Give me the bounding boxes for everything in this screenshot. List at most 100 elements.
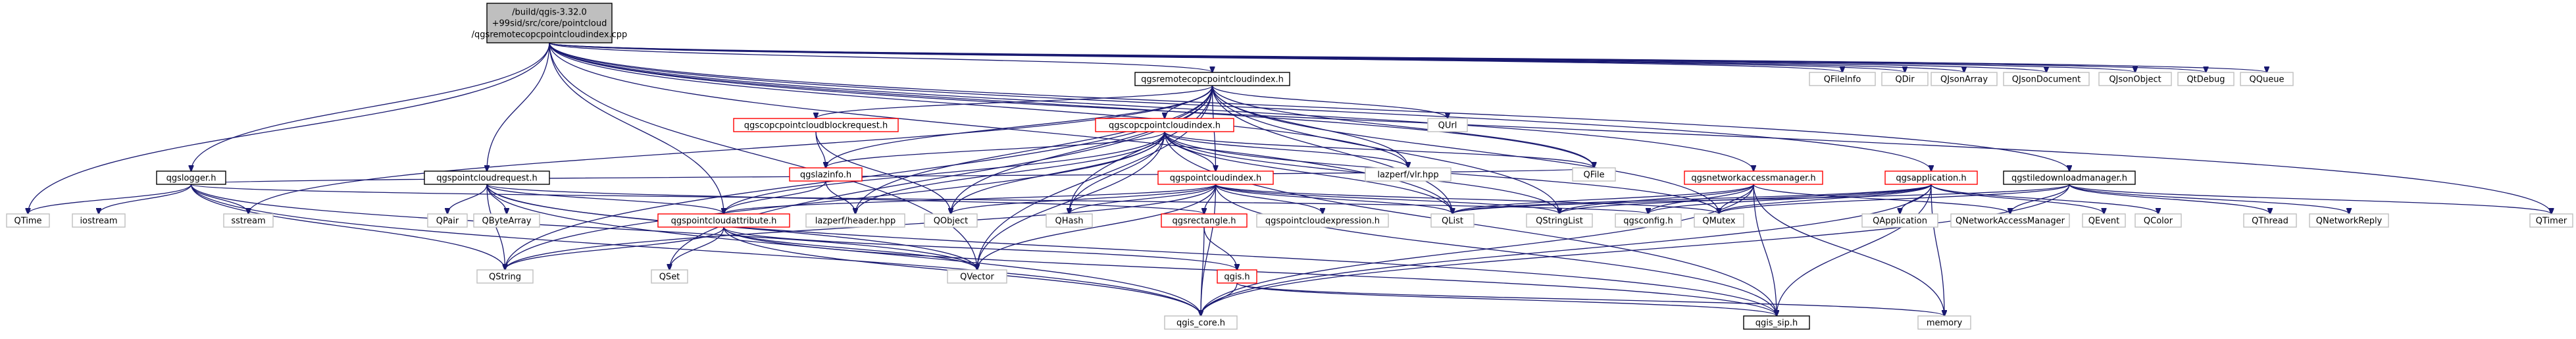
edge-netmgr-to-qlist — [1453, 184, 1754, 214]
edge-pcindex-to-qstringlist — [1215, 184, 1560, 214]
node-label-qfile: QFile — [1584, 170, 1605, 180]
edge-logger-to-qgsconfig — [190, 184, 1649, 214]
node-box-qtimer — [2529, 213, 2573, 228]
node-label-qstring: QString — [489, 273, 521, 282]
node-box-blockreq — [733, 118, 899, 132]
node-qgissip[interactable]: qgis_sip.h — [1743, 315, 1810, 330]
edge-lazinfo-to-lazheader — [825, 180, 855, 214]
node-label-qurl: QUrl — [1438, 121, 1457, 131]
edge-pcattr-to-qgish — [723, 226, 1237, 270]
node-georect[interactable]: qgsrectangle.h — [1161, 213, 1248, 228]
node-qstring: QString — [476, 269, 534, 284]
node-box-pcexpr — [1256, 213, 1389, 228]
node-label-qjsonarray: QJsonArray — [1940, 75, 1988, 85]
node-label-qset: QSet — [659, 273, 680, 282]
node-box-qfileinfo — [1809, 72, 1876, 86]
node-box-qbytearray — [473, 213, 540, 228]
node-lazheader: lazperf/header.hpp — [805, 213, 905, 228]
node-pcindex[interactable]: qgspointcloudindex.h — [1157, 170, 1274, 185]
node-box-qnetreply — [2309, 213, 2389, 228]
node-pcattr[interactable]: qgspointcloudattribute.h — [657, 213, 790, 228]
edge-logger-to-qvector — [190, 184, 978, 270]
node-label-qjsonobject: QJsonObject — [2109, 75, 2161, 85]
node-box-qjsonobject — [2098, 72, 2172, 86]
edge-netmgr-to-memory — [1753, 184, 1944, 316]
edge-root-to-qqueue — [549, 42, 2267, 72]
node-box-netmgr — [1684, 170, 1823, 185]
edge-tiledl-to-qtimer — [2069, 184, 2552, 214]
edge-app-to-qcolor — [1931, 184, 2158, 214]
edge-netmgr-to-qgissip — [1753, 184, 1777, 316]
edge-tiledl-to-qgiscore — [1201, 184, 2070, 316]
edge-root-to-pcrequest — [487, 42, 550, 171]
node-blockreq[interactable]: qgscopcpointcloudblockrequest.h — [733, 118, 899, 132]
node-qstringlist: QStringList — [1526, 213, 1593, 228]
edge-georect-to-qgiscore — [1201, 226, 1205, 316]
node-pcrequest[interactable]: qgspointcloudrequest.h — [424, 170, 550, 185]
node-label-qnetreply: QNetworkReply — [2316, 217, 2383, 226]
edge-remoteh-to-blockreq — [816, 85, 1213, 118]
node-logger[interactable]: qgslogger.h — [156, 170, 226, 185]
node-app[interactable]: qgsapplication.h — [1884, 170, 1978, 185]
node-label-netmgr: qgsnetworkaccessmanager.h — [1691, 174, 1815, 184]
node-qcolor: QColor — [2134, 213, 2182, 228]
nodes-layer: /build/qgis-3.32.0+99sid/src/core/pointc… — [6, 3, 2573, 330]
node-box-memory — [1917, 315, 1971, 330]
edge-root-to-logger — [191, 42, 550, 171]
node-netmgr[interactable]: qgsnetworkaccessmanager.h — [1684, 170, 1823, 185]
node-iostream: iostream — [72, 213, 126, 228]
node-box-qcolor — [2134, 213, 2182, 228]
node-box-qevent — [2082, 213, 2126, 228]
edge-copcindex-to-lazinfo — [826, 131, 1165, 168]
edge-pcindex-to-qgissip — [1215, 184, 1777, 316]
node-qgsconfig: qgsconfig.h — [1615, 213, 1682, 228]
edge-app-to-qlist — [1453, 184, 1932, 214]
node-label-qgissip: qgis_sip.h — [1755, 319, 1798, 328]
node-box-copcindex — [1095, 118, 1234, 132]
node-qjsonobject: QJsonObject — [2098, 72, 2172, 86]
node-label-memory: memory — [1927, 319, 1963, 328]
node-box-qgiscore — [1164, 315, 1238, 330]
node-qmutex: QMutex — [1694, 213, 1744, 228]
edge-logger-to-qstring — [190, 184, 505, 270]
node-sstream: sstream — [223, 213, 274, 228]
edge-pcrequest-to-pcattr — [486, 184, 724, 214]
node-box-qvector — [947, 269, 1007, 284]
node-root[interactable]: /build/qgis-3.32.0+99sid/src/core/pointc… — [472, 3, 628, 43]
edge-tiledl-to-qnetreply — [2069, 184, 2349, 214]
node-qtdebug: QtDebug — [2177, 72, 2235, 86]
edge-root-to-app — [549, 42, 1931, 171]
node-remoteh[interactable]: qgsremotecopcpointcloudindex.h — [1134, 72, 1290, 86]
edge-pcindex-to-qgiscore — [1201, 184, 1217, 316]
node-box-qurl — [1427, 118, 1468, 132]
edge-remoteh-to-qmutex — [1211, 85, 1719, 214]
edge-qgish-to-qgissip — [1236, 282, 1777, 316]
edge-root-to-remoteh — [549, 42, 1213, 72]
node-box-pcindex — [1157, 170, 1274, 185]
edge-remoteh-to-qlist — [1211, 85, 1453, 214]
node-copcindex[interactable]: qgscopcpointcloudindex.h — [1095, 118, 1234, 132]
edge-pcindex-to-qhash — [1069, 184, 1217, 214]
edge-pcindex-to-pcattr — [724, 184, 1217, 214]
node-label-iostream: iostream — [80, 217, 117, 226]
node-label-lazvlr: lazperf/vlr.hpp — [1377, 170, 1438, 180]
node-qgish[interactable]: qgis.h — [1217, 269, 1257, 284]
node-qevent: QEvent — [2082, 213, 2126, 228]
node-box-qdir — [1881, 72, 1929, 86]
edge-qgish-to-memory — [1236, 282, 1944, 316]
edge-remoteh-to-lazheader — [855, 85, 1213, 214]
node-label-pcexpr: qgspointcloudexpression.h — [1265, 217, 1380, 226]
edge-remoteh-to-sstream — [249, 85, 1213, 214]
node-tiledl[interactable]: qgstiledownloadmanager.h — [2003, 170, 2136, 185]
node-box-qgsconfig — [1615, 213, 1682, 228]
node-box-iostream — [72, 213, 126, 228]
node-qset: QSet — [651, 269, 688, 284]
node-qdir: QDir — [1881, 72, 1929, 86]
edge-app-to-qgissip — [1777, 184, 1932, 316]
node-box-qstring — [476, 269, 534, 284]
node-label-app: qgsapplication.h — [1896, 174, 1966, 184]
node-lazinfo[interactable]: qgslazinfo.h — [789, 167, 863, 182]
node-label-qdir: QDir — [1895, 75, 1915, 85]
edge-copcindex-to-qlist — [1164, 131, 1453, 214]
node-label-qjsondocument: QJsonDocument — [2012, 75, 2081, 85]
